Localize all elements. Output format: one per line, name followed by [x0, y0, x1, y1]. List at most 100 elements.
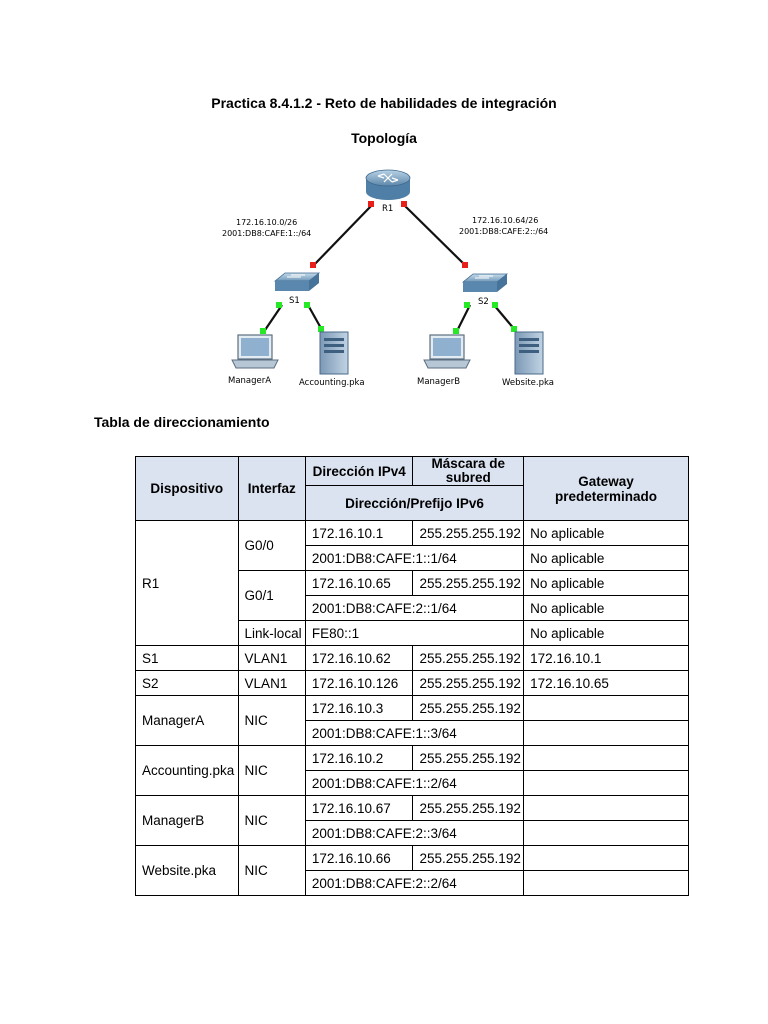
cell-mask: 255.255.255.192: [412, 670, 525, 696]
topology-heading: Topología: [351, 130, 417, 146]
net-left-ipv6: 2001:DB8:CAFE:1::/64: [222, 229, 311, 238]
cell-mask: 255.255.255.192: [412, 520, 525, 546]
cell-ipv4: 172.16.10.62: [304, 645, 414, 671]
cell-device: Accounting.pka: [135, 745, 239, 796]
cell-interface: VLAN1: [237, 670, 306, 696]
cell-interface: Link-local: [237, 620, 306, 646]
link-r1-s1: [311, 204, 373, 268]
cell-ipv4: 172.16.10.126: [304, 670, 414, 696]
link-s1-managerA: [262, 304, 283, 334]
cell-ipv6: 2001:DB8:CAFE:1::3/64: [304, 720, 525, 746]
topology-diagram: R1 172.16.10.0/26 2001:DB8:CAFE:1::/64 1…: [222, 169, 554, 388]
header-device: Dispositivo: [135, 456, 239, 521]
cell-ipv6: 2001:DB8:CAFE:1::2/64: [304, 770, 525, 796]
port-up-indicator: [304, 302, 310, 308]
cell-ipv4: 172.16.10.2: [304, 745, 414, 771]
table-row: Website.pka NIC 172.16.10.66 255.255.255…: [135, 845, 689, 896]
port-up-indicator: [511, 326, 517, 332]
table-row: R1 G0/0 172.16.10.1 255.255.255.192 No a…: [135, 520, 689, 646]
header-interface: Interfaz: [237, 456, 306, 521]
laptop-icon: [423, 334, 471, 369]
header-ipv4: Dirección IPv4: [304, 456, 414, 486]
header-ipv6: Dirección/Prefijo IPv6: [304, 485, 525, 521]
cell-device: ManagerA: [135, 695, 239, 746]
router-label: R1: [382, 204, 393, 214]
cell-ipv4: 172.16.10.1: [304, 520, 414, 546]
cell-ipv4: 172.16.10.67: [304, 795, 414, 821]
host-accounting-label: Accounting.pka: [299, 378, 365, 388]
addressing-table-heading: Tabla de direccionamiento: [94, 414, 270, 430]
table-row: G0/1 172.16.10.65 255.255.255.192 No apl…: [136, 570, 689, 621]
router-icon: [365, 169, 411, 200]
cell-gateway: [523, 820, 689, 846]
server-icon: [514, 331, 544, 375]
cell-ipv6: 2001:DB8:CAFE:1::1/64: [304, 545, 525, 571]
port-down-indicator: [462, 262, 468, 268]
cell-gateway: No aplicable: [523, 595, 689, 621]
table-row: ManagerB NIC 172.16.10.67 255.255.255.19…: [135, 795, 689, 846]
cell-gateway: No aplicable: [523, 520, 689, 546]
cell-ipv6: 2001:DB8:CAFE:2::2/64: [304, 870, 525, 896]
link-s2-website: [493, 304, 516, 331]
link-r1-s2: [403, 204, 468, 268]
table-row: S2 VLAN1 172.16.10.126 255.255.255.192 1…: [135, 670, 689, 696]
table-row: S1 VLAN1 172.16.10.62 255.255.255.192 17…: [135, 645, 689, 671]
port-up-indicator: [276, 302, 282, 308]
header-mask-text: Máscara de subred: [431, 457, 506, 485]
cell-gateway: No aplicable: [523, 545, 689, 571]
cell-ipv4: 172.16.10.65: [304, 570, 414, 596]
cell-device: ManagerB: [135, 795, 239, 846]
table-row: Link-local FE80::1 No aplicable: [136, 620, 689, 646]
cell-ipv6: 2001:DB8:CAFE:2::1/64: [304, 595, 525, 621]
cell-gateway: [523, 845, 689, 871]
table-row: 2001:DB8:CAFE:2::3/64: [136, 820, 689, 846]
port-up-indicator: [318, 326, 324, 332]
cell-device: Website.pka: [135, 845, 239, 896]
port-indicators: [260, 201, 517, 334]
cell-interface: NIC: [237, 745, 306, 796]
port-up-indicator: [492, 302, 498, 308]
table-header-row: Dirección/Prefijo IPv6: [136, 485, 689, 521]
port-down-indicator: [401, 201, 407, 207]
cell-gateway: [523, 870, 689, 896]
cell-mask: 255.255.255.192: [412, 845, 525, 871]
cell-device: S1: [135, 645, 239, 671]
table-header-row: Dispositivo Interfaz Dirección IPv4 Másc…: [135, 456, 689, 521]
cell-gateway: 172.16.10.65: [523, 670, 689, 696]
cell-interface: NIC: [237, 845, 306, 896]
table-row: 2001:DB8:CAFE:1::2/64: [136, 770, 689, 796]
net-left-ipv4: 172.16.10.0/26: [236, 218, 297, 227]
cell-gateway: [523, 745, 689, 771]
switch-icon: [273, 272, 321, 291]
cell-interface: NIC: [237, 695, 306, 746]
cell-gateway: [523, 770, 689, 796]
cell-interface: G0/1: [237, 570, 306, 621]
cell-ipv6: 2001:DB8:CAFE:2::3/64: [304, 820, 525, 846]
cell-interface: NIC: [237, 795, 306, 846]
cell-ipv6: FE80::1: [304, 620, 525, 646]
cell-mask: 255.255.255.192: [412, 570, 525, 596]
cell-gateway: [523, 720, 689, 746]
port-up-indicator: [260, 328, 266, 334]
cell-gateway: 172.16.10.1: [523, 645, 689, 671]
cell-gateway: No aplicable: [523, 570, 689, 596]
switch-icon: [461, 273, 509, 292]
switch-s2-label: S2: [478, 297, 489, 307]
table-row: Accounting.pka NIC 172.16.10.2 255.255.2…: [135, 745, 689, 796]
cell-gateway: [523, 695, 689, 721]
host-website-label: Website.pka: [502, 378, 554, 388]
addressing-table: Dispositivo Interfaz Dirección IPv4 Másc…: [135, 456, 689, 896]
net-right-ipv4: 172.16.10.64/26: [472, 216, 538, 225]
link-s1-accounting: [307, 304, 323, 331]
header-gateway: Gateway predeterminado: [523, 456, 689, 521]
host-managerB-label: ManagerB: [417, 377, 460, 387]
cell-device: R1: [135, 520, 239, 646]
port-down-indicator: [310, 262, 316, 268]
table-row: ManagerA NIC 172.16.10.3 255.255.255.192: [135, 695, 689, 746]
switch-s1-label: S1: [289, 296, 300, 306]
table-row: 2001:DB8:CAFE:2::1/64 No aplicable: [136, 595, 689, 621]
cell-gateway: [523, 795, 689, 821]
host-managerA-label: ManagerA: [228, 376, 271, 386]
table-row: 2001:DB8:CAFE:1::1/64 No aplicable: [136, 545, 689, 571]
cell-device: S2: [135, 670, 239, 696]
